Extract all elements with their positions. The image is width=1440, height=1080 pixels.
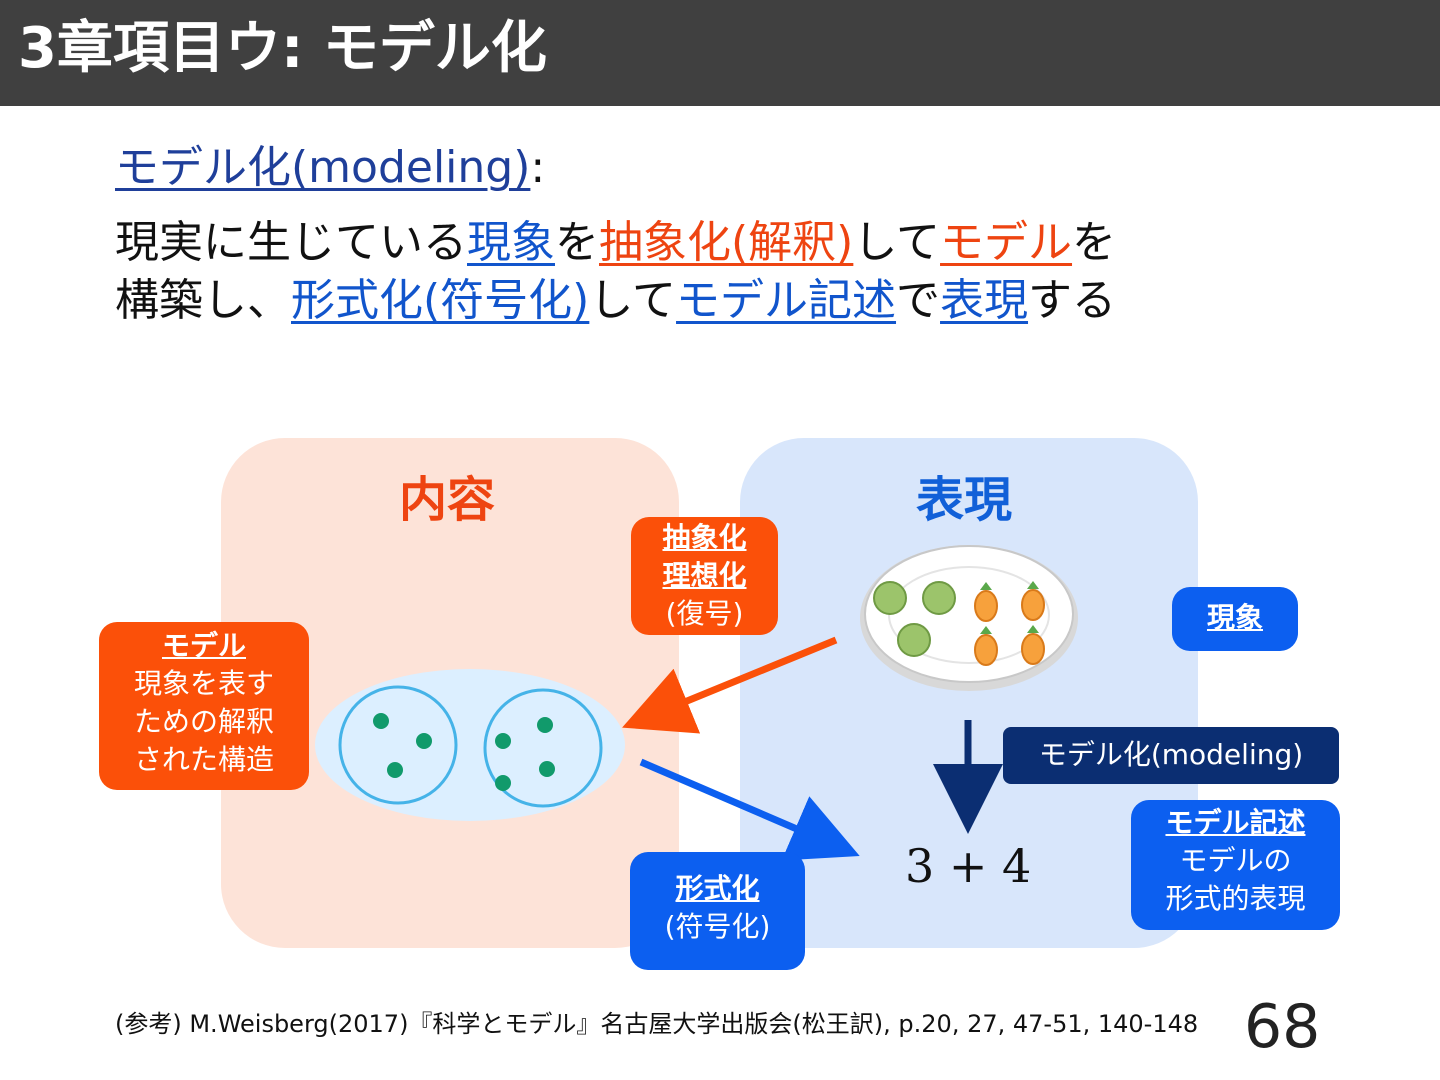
- model-description-line-2: 形式的表現: [1165, 882, 1306, 915]
- abstraction-title: 抽象化: [662, 521, 747, 554]
- formalization-sub: (符号化): [664, 910, 771, 943]
- model-box: モデル 現象を表す ための解釈 された構造: [99, 622, 309, 790]
- definition-line2-segment: する: [1028, 275, 1117, 326]
- definition-line2-segment: で: [896, 275, 941, 326]
- phenomenon-title: 現象: [1206, 601, 1263, 634]
- definition-line1-segment: を: [555, 217, 599, 268]
- modeling-label-box: モデル化(modeling): [1003, 727, 1339, 784]
- definition-body: 現実に生じている現象を抽象化(解釈)してモデルを 構築し、形式化(符号化)してモ…: [115, 214, 1116, 330]
- model-description-line-1: モデルの: [1179, 844, 1292, 877]
- definition-line1-segment: を: [1072, 217, 1117, 268]
- definition-heading: モデル化(modeling):: [115, 138, 545, 198]
- reference-citation: (参考) M.Weisberg(2017)『科学とモデル』名古屋大学出版会(松王…: [115, 1010, 1199, 1038]
- idealization-title: 理想化: [662, 559, 747, 592]
- definition-line-1: 現実に生じている現象を抽象化(解釈)してモデルを: [115, 214, 1116, 272]
- model-line-1: 現象を表す: [133, 667, 274, 700]
- definition-term: モデル化(modeling): [115, 142, 531, 193]
- content-panel-title: 内容: [399, 472, 496, 528]
- page-number: 68: [1244, 992, 1321, 1062]
- modeling-label: モデル化(modeling): [1038, 738, 1304, 771]
- model-line-2: ための解釈: [133, 705, 274, 738]
- definition-line2-segment: して: [589, 275, 677, 326]
- definition-line2-segment: モデル記述: [676, 275, 897, 326]
- model-title: モデル: [161, 629, 246, 662]
- definition-line1-segment: して: [853, 217, 941, 268]
- model-structure-icon: [315, 669, 625, 821]
- definition-line2-segment: 形式化(符号化): [291, 275, 590, 326]
- phenomenon-box: 現象: [1172, 587, 1298, 651]
- formalization-arrow: [639, 758, 860, 861]
- abstraction-box: 抽象化 理想化 (復号): [631, 517, 778, 635]
- formalization-title: 形式化: [675, 872, 760, 905]
- formula-expression: 3 + 4: [905, 839, 1032, 893]
- expression-panel-title: 表現: [916, 472, 1013, 528]
- model-description-box: モデル記述 モデルの 形式的表現: [1131, 800, 1340, 930]
- slide-title: 3章項目ウ: モデル化: [18, 16, 547, 81]
- abstraction-sub: (復号): [665, 597, 744, 630]
- model-description-title: モデル記述: [1165, 806, 1306, 839]
- model-line-3: された構造: [133, 743, 274, 776]
- definition-line1-segment: 抽象化(解釈): [599, 217, 854, 268]
- formalization-box: 形式化 (符号化): [630, 852, 805, 970]
- definition-line1-segment: 現実に生じている: [115, 217, 467, 268]
- slide-header: 3章項目ウ: モデル化: [0, 0, 1440, 106]
- definition-line1-segment: モデル: [940, 217, 1073, 268]
- definition-line1-segment: 現象: [467, 217, 555, 268]
- fruit-plate-icon: [860, 545, 1078, 691]
- definition-line-2: 構築し、形式化(符号化)してモデル記述で表現する: [115, 272, 1116, 330]
- abstraction-arrow: [622, 636, 838, 734]
- expression-panel: [740, 438, 1198, 948]
- definition-line2-segment: 表現: [940, 275, 1029, 326]
- definition-colon: :: [530, 142, 546, 193]
- definition-line2-segment: 構築し、: [115, 275, 291, 326]
